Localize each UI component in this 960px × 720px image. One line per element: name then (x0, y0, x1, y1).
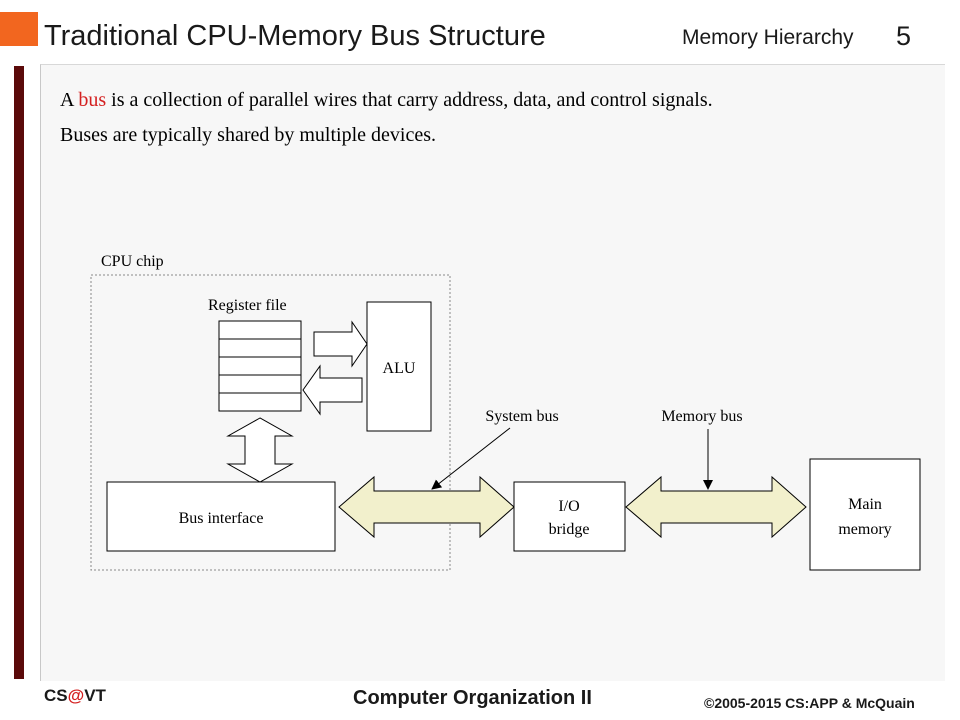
register-to-alu-arrow (313, 320, 368, 368)
register-file-label: Register file (208, 297, 287, 314)
io-bridge-label-line1: I/O (558, 498, 579, 515)
system-bus-pointer (431, 427, 511, 490)
system-bus-arrow (338, 475, 515, 539)
register-file (218, 320, 302, 412)
memory-bus-arrow (625, 475, 807, 539)
footer-copyright: ©2005-2015 CS:APP & McQuain (704, 695, 915, 711)
alu-to-register-arrow (302, 364, 363, 416)
footer-course: Computer Organization II (353, 687, 592, 709)
footer-org-at: @ (67, 686, 85, 705)
main-memory-label-line2: memory (838, 521, 891, 538)
footer-org-suffix: VT (84, 686, 106, 705)
io-bridge-box (513, 481, 626, 552)
cpu-chip-boundary (90, 274, 451, 571)
content-panel (40, 64, 945, 681)
bus-interface-label: Bus interface (179, 510, 264, 527)
slide-title: Traditional CPU-Memory Bus Structure (44, 20, 546, 52)
text-prefix: A (60, 89, 79, 111)
register-bus-interface-arrow (226, 417, 294, 483)
title-accent-square (0, 12, 38, 46)
footer-org: CS@VT (44, 686, 106, 706)
cpu-chip-label: CPU chip (101, 253, 164, 270)
left-accent-bar (14, 66, 24, 679)
register-row (218, 320, 302, 340)
register-row (218, 356, 302, 376)
footer-org-prefix: CS (44, 686, 68, 705)
system-bus-label: System bus (485, 408, 558, 425)
bus-term-highlight: bus (78, 89, 107, 111)
bus-interface-box (106, 481, 336, 552)
main-memory-label-line1: Main (848, 496, 882, 513)
register-row (218, 392, 302, 412)
main-memory-box (809, 458, 921, 571)
alu-label: ALU (383, 360, 416, 377)
memory-bus-label: Memory bus (661, 408, 742, 425)
bus-shared-text: Buses are typically shared by multiple d… (60, 124, 437, 146)
section-name: Memory Hierarchy (682, 26, 854, 49)
io-bridge-label-line2: bridge (549, 521, 590, 538)
register-row (218, 338, 302, 358)
register-row (218, 374, 302, 394)
bus-definition-text: A bus is a collection of parallel wires … (60, 89, 713, 112)
text-suffix: is a collection of parallel wires that c… (106, 89, 713, 111)
slide-number: 5 (896, 21, 912, 51)
alu-box (366, 301, 432, 432)
